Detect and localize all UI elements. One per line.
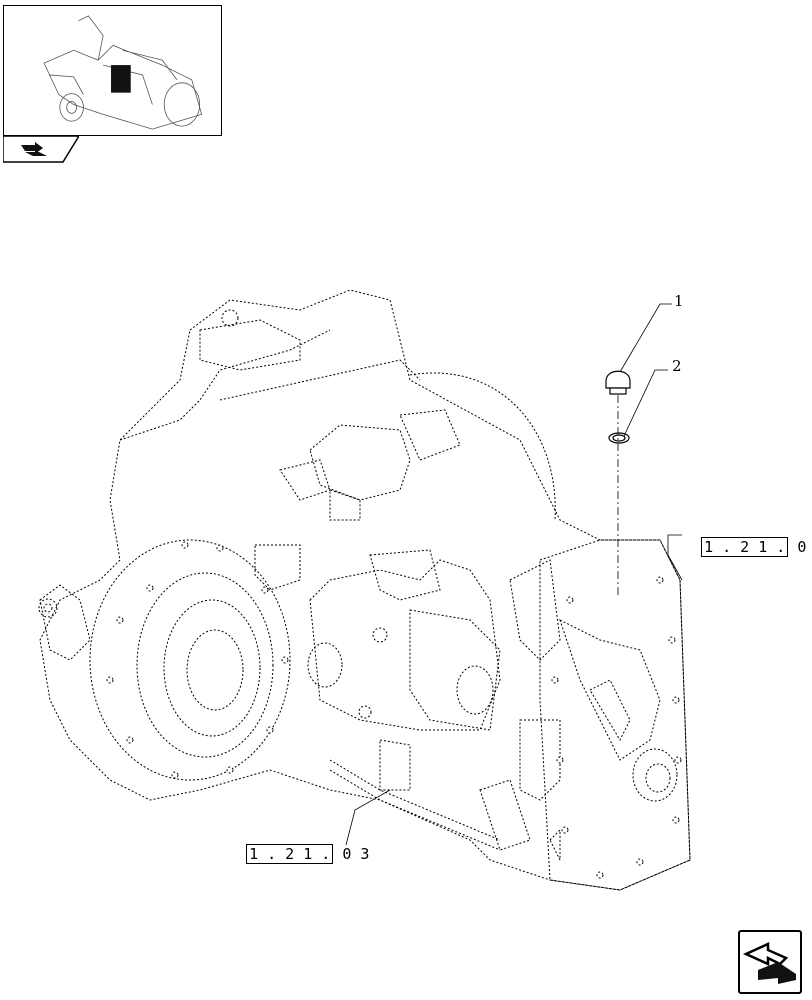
next-page-arrow-icon[interactable] (738, 930, 802, 994)
reference-bottom-left-boxed: 1 . 2 1 . (246, 844, 334, 864)
reference-bottom-left[interactable]: 1 . 2 1 . 0 3 (228, 826, 369, 864)
reference-top-right[interactable]: 1 . 2 1 . 0 (683, 519, 806, 557)
tractor-thumbnail-icon (43, 15, 203, 130)
callout-part-1: 1 (674, 292, 684, 310)
reference-top-right-suffix: 0 (788, 538, 807, 556)
overview-thumbnail (3, 5, 222, 136)
washer-part-2 (608, 432, 630, 444)
book-arrow-icon[interactable] (3, 136, 79, 164)
reference-bottom-left-suffix: 0 3 (333, 845, 370, 863)
reference-top-right-boxed: 1 . 2 1 . (701, 537, 789, 557)
callout-part-2: 2 (672, 357, 682, 375)
plug-part-1 (605, 370, 631, 395)
